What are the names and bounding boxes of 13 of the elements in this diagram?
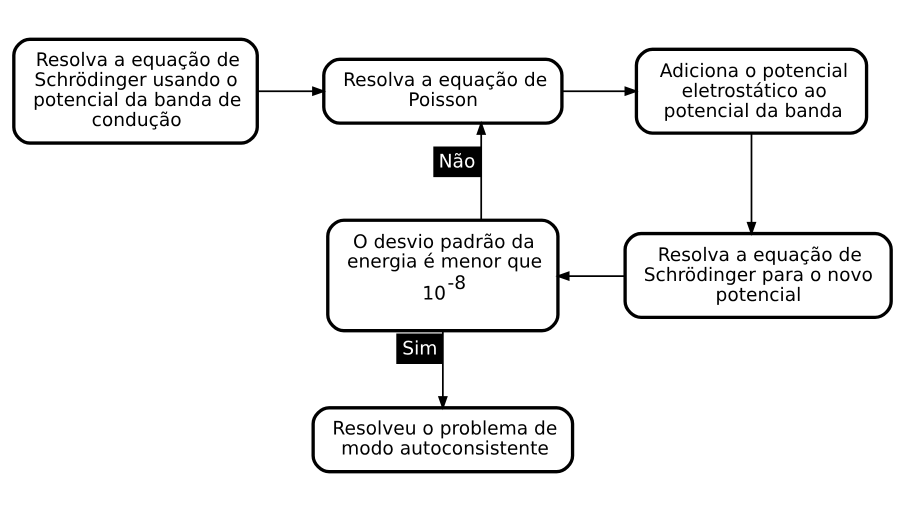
node-box: Resolva a equação de Poisson [322, 57, 564, 124]
arrow [438, 330, 448, 410]
node-box: Resolva a equação de Schrödinger para o novo potencial [623, 231, 893, 319]
edge-label: Não [438, 150, 476, 172]
arrow [476, 120, 486, 220]
arrow [555, 270, 625, 281]
arrow [562, 86, 639, 96]
edge-label: Sim [402, 338, 438, 359]
node-box: Resolveu o problema de modo autoconsistente [311, 406, 574, 473]
arrow [257, 86, 326, 96]
arrow [746, 132, 756, 236]
node-box: Resolva a equação de Schrödinger usando o potencial da banda de condução [12, 37, 259, 144]
node-box: Adiciona o potencial eletrostático ao potencial da banda [634, 47, 868, 134]
